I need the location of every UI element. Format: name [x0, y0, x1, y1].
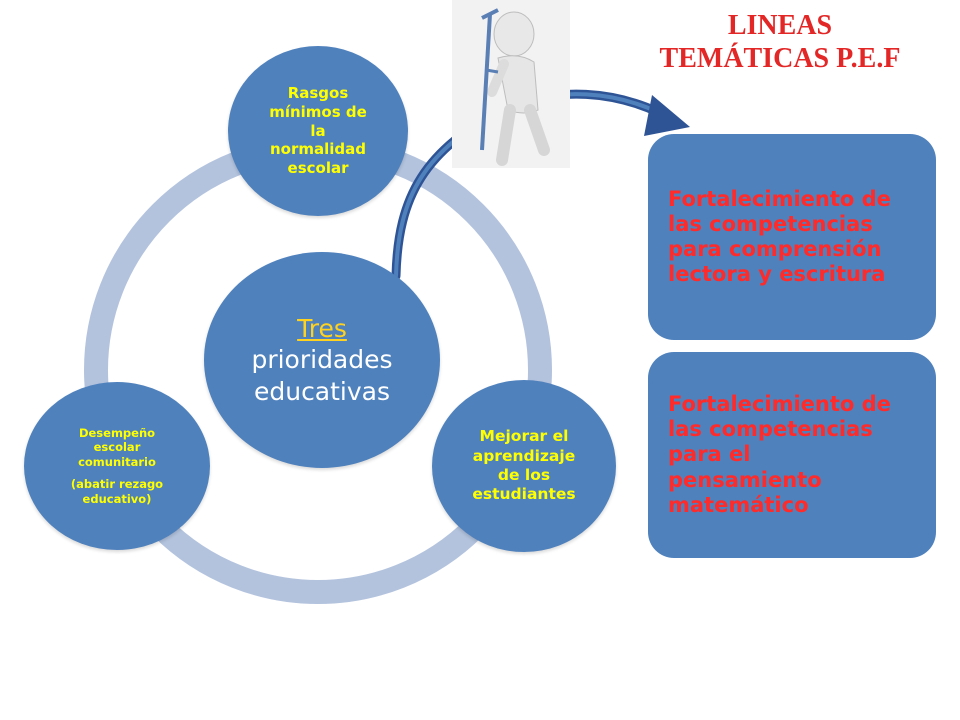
node-mejorar-aprendizaje: Mejorar el aprendizaje de los estudiante… [432, 380, 616, 552]
box-math-line-4: pensamiento [668, 467, 822, 492]
box-math-line-3: para el [668, 442, 751, 467]
box-reading-line-3: para comprensión [668, 237, 882, 261]
box-reading-line-2: las competencias [668, 211, 873, 236]
node-mejorar-line-1: Mejorar el [479, 427, 569, 446]
node-rasgos-line-2: mínimos de [269, 102, 367, 121]
node-rasgos-line-5: escolar [287, 159, 349, 178]
node-rasgos-line-3: la [310, 121, 326, 140]
node-mejorar-line-3: de los [497, 466, 551, 484]
center-word-prioridades: prioridades [251, 345, 393, 375]
page-title: LINEAS TEMÁTICAS P.E.F [620, 10, 940, 76]
node-desempeno-line-1: Desempeño [78, 426, 156, 441]
node-rasgos-line-4: normalidad [269, 140, 366, 159]
box-math-line-1: Fortalecimiento de [668, 392, 891, 417]
node-mejorar-line-2: aprendizaje [472, 446, 576, 465]
node-mejorar-line-4: estudiantes [472, 485, 576, 504]
center-word-educativas: educativas [253, 376, 391, 406]
box-reading-line-4: lectora y escritura [668, 262, 886, 287]
center-node: Tres prioridades educativas [204, 252, 440, 468]
title-line-1: LINEAS [727, 10, 833, 41]
center-word-tres: Tres [297, 314, 347, 344]
box-math-line-2: las competencias [668, 417, 873, 442]
box-comprension-lectora: Fortalecimiento de las competencias para… [648, 134, 936, 340]
node-desempeno-line-2: escolar [93, 440, 141, 455]
node-desempeno-line-3: comunitario [78, 454, 156, 469]
node-rasgos-line-1: Rasgos [287, 84, 349, 103]
node-rasgos-minimos: Rasgos mínimos de la normalidad escolar [228, 46, 408, 216]
node-desempeno-sub-2: educativo) [82, 491, 152, 506]
node-desempeno-sub-1: (abatir rezago [70, 477, 164, 492]
box-math-line-5: matemático [668, 492, 809, 517]
box-pensamiento-matematico: Fortalecimiento de las competencias para… [648, 352, 936, 558]
box-reading-line-1: Fortalecimiento de [668, 186, 891, 211]
curved-arrow-head [644, 95, 690, 136]
title-line-2: TEMÁTICAS P.E.F [659, 42, 901, 74]
figure-with-crutch-icon [452, 0, 570, 168]
node-desempeno-escolar: Desempeño escolar comunitario (abatir re… [24, 382, 210, 550]
